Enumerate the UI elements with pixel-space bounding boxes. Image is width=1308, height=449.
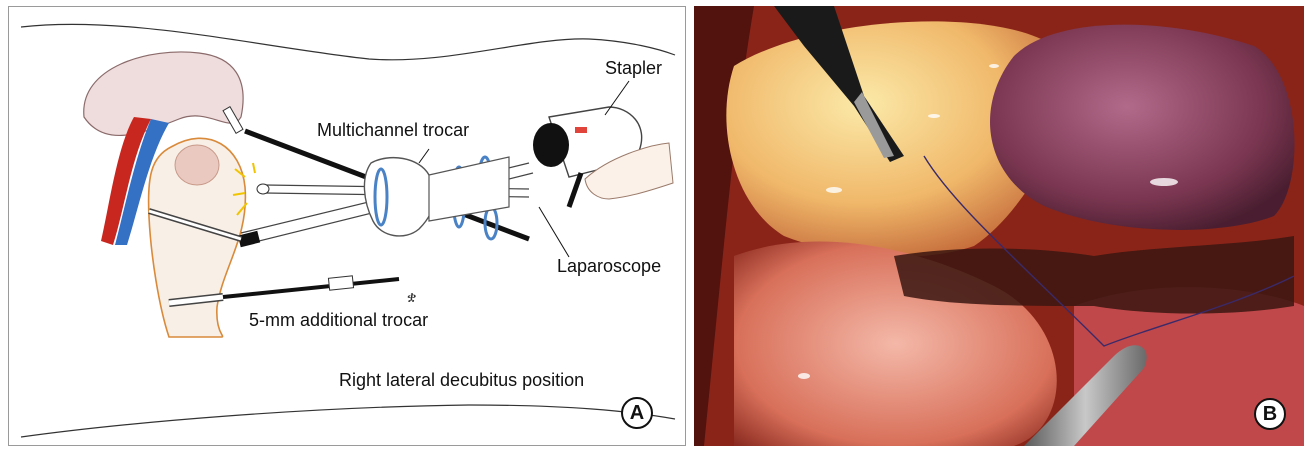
trocar-neck xyxy=(429,157,509,221)
body-outline-bottom xyxy=(21,405,675,437)
surgical-photo xyxy=(694,6,1304,446)
additional-trocar-instrument xyxy=(223,279,399,297)
panel-b-photo: B xyxy=(694,6,1304,446)
panel-a-diagram: ቋ Stapler Multichannel trocar Laparoscop… xyxy=(8,6,686,446)
stapler-label: Stapler xyxy=(605,59,662,77)
stapler-knob xyxy=(533,123,569,167)
body-outline-top xyxy=(21,24,675,59)
multichannel-trocar-label: Multichannel trocar xyxy=(317,121,469,139)
additional-trocar-port xyxy=(328,276,353,290)
scar-mark: ቋ xyxy=(407,289,416,305)
leader-trocar xyxy=(419,149,429,163)
panel-a-badge: A xyxy=(621,397,653,429)
leader-laparoscope xyxy=(539,207,569,257)
panel-b-badge: B xyxy=(1254,398,1286,430)
stapler-trigger xyxy=(569,173,581,207)
scope-tip xyxy=(257,184,269,194)
organ-spot xyxy=(175,145,219,185)
position-label: Right lateral decubitus position xyxy=(339,371,584,389)
additional-trocar-label: 5-mm additional trocar xyxy=(249,311,428,329)
purple-organ xyxy=(990,25,1294,230)
laparoscope-label: Laparoscope xyxy=(557,257,661,275)
stapler-button xyxy=(575,127,587,133)
